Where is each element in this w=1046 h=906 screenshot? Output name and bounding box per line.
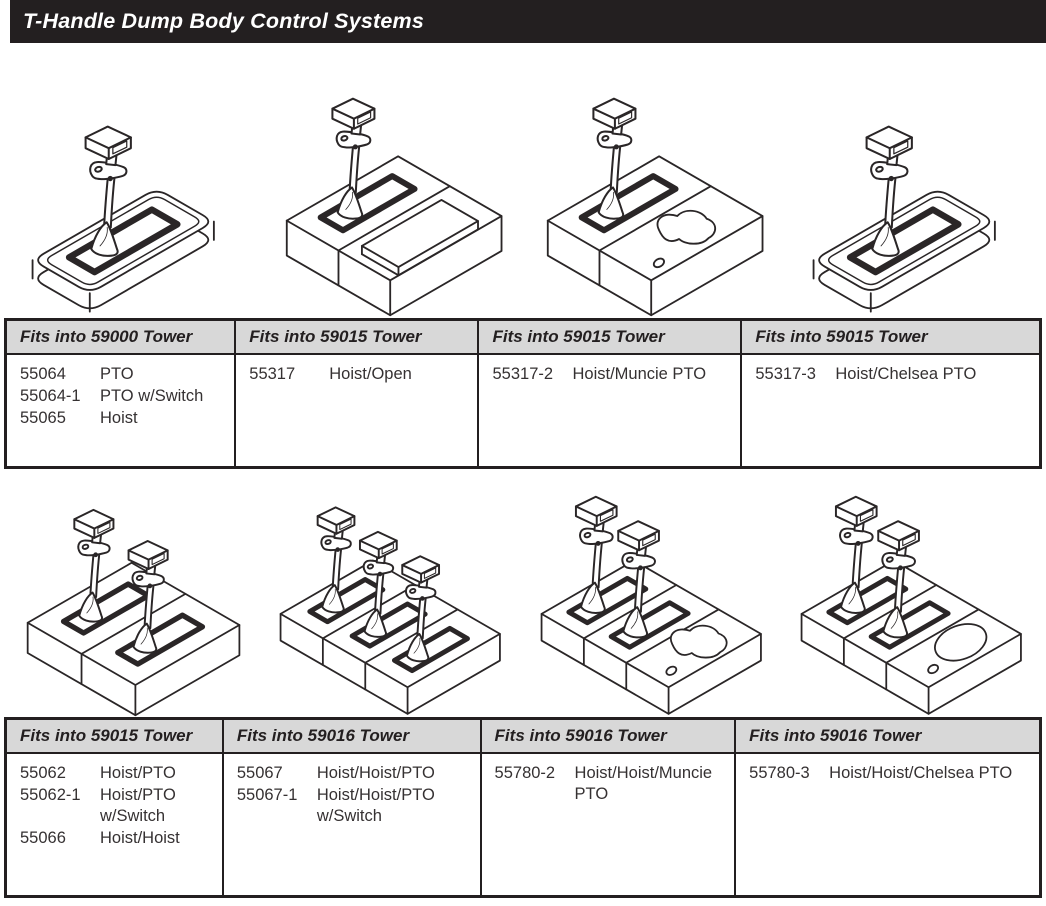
tower-header: Fits into 59015 Tower — [234, 319, 479, 355]
tower-header: Fits into 59016 Tower — [479, 718, 736, 754]
part-description: Hoist/Hoist/PTO — [316, 764, 435, 782]
part-row: 55062-1 Hoist/PTO w/Switch — [20, 785, 218, 827]
tower-header: Fits into 59000 Tower — [5, 319, 236, 355]
part-number: 55780-3 — [749, 764, 810, 782]
part-row: 55780-2 Hoist/Hoist/Muncie PTO — [495, 763, 731, 805]
tower-header: Fits into 59016 Tower — [734, 718, 1041, 754]
triple-lever-control-59016-illustration — [279, 506, 502, 715]
figure-cell — [263, 70, 524, 318]
tower-header: Fits into 59016 Tower — [221, 718, 481, 754]
part-description: Hoist/Open — [329, 365, 412, 383]
figure-cell — [523, 70, 784, 318]
parts-cell: 55780-3 Hoist/Hoist/Chelsea PTO — [734, 753, 1041, 897]
figure-cell — [2, 70, 263, 318]
part-number: 55064 — [20, 365, 66, 383]
part-row: 55062 Hoist/PTO — [20, 763, 218, 784]
part-row: 55317-2 Hoist/Muncie PTO — [492, 364, 736, 385]
parts-cell: 55067 Hoist/Hoist/PTO 55067-1 Hoist/Hoist/P… — [221, 753, 481, 897]
figure-cell — [784, 70, 1045, 318]
part-number: 55066 — [20, 829, 66, 848]
part-description: Hoist/Hoist — [100, 829, 180, 848]
tower-header: Fits into 59015 Tower — [5, 718, 223, 754]
part-number: 55067 — [236, 764, 283, 782]
part-description: Hoist/Muncie PTO — [572, 365, 707, 383]
parts-cell: 55780-2 Hoist/Hoist/Muncie PTO — [479, 753, 736, 897]
part-number: 55317-2 — [492, 365, 554, 383]
figure-cell — [2, 477, 263, 717]
part-description: Hoist/Hoist/Muncie PTO — [574, 764, 713, 804]
part-number: 55062 — [20, 764, 66, 782]
part-row: 55064-1 PTO w/Switch — [20, 386, 230, 407]
part-description: Hoist — [100, 409, 138, 428]
illustration-row-single-controls — [2, 70, 1044, 318]
part-description: Hoist/Hoist/PTO w/Switch — [316, 786, 435, 826]
part-number: 55064-1 — [20, 387, 81, 406]
part-row: 55066 Hoist/Hoist — [20, 828, 218, 849]
part-number: 55317-3 — [755, 365, 816, 383]
part-description: Hoist/PTO — [100, 764, 176, 782]
parts-cell: 55064 PTO 55064-1 PTO w/Switch 55065 Hoist — [6, 354, 236, 468]
part-row: 55067 Hoist/Hoist/PTO — [237, 763, 476, 784]
illustration-row-multi-controls — [2, 477, 1044, 717]
parts-cell: 55317 Hoist/Open — [234, 354, 479, 468]
dual-lever-muncie-control-59016-illustration — [540, 495, 762, 715]
part-description: Hoist/Chelsea PTO — [835, 365, 977, 383]
part-row: 55067-1 Hoist/Hoist/PTO w/Switch — [237, 785, 476, 827]
part-description: PTO — [100, 365, 134, 383]
part-number: 55062-1 — [20, 786, 81, 805]
tower-header: Fits into 59015 Tower — [740, 319, 1041, 355]
part-row: 55317 Hoist/Open — [249, 364, 473, 385]
part-row: 55780-3 Hoist/Hoist/Chelsea PTO — [749, 763, 1035, 784]
single-hoist-control-59000-illustration — [31, 125, 215, 313]
page-title-bar: T-Handle Dump Body Control Systems — [10, 0, 1046, 43]
tower-header: Fits into 59015 Tower — [477, 319, 742, 355]
part-row: 55317-3 Hoist/Chelsea PTO — [755, 364, 1035, 385]
figure-cell — [784, 477, 1045, 717]
part-description: Hoist/Hoist/Chelsea PTO — [829, 764, 1013, 782]
page-title: T-Handle Dump Body Control Systems — [23, 9, 425, 33]
figure-cell — [263, 477, 524, 717]
part-number: 55065 — [20, 409, 66, 428]
part-row: 55065 Hoist — [20, 408, 230, 429]
part-number: 55067-1 — [236, 786, 298, 805]
part-description: PTO w/Switch — [100, 387, 204, 406]
hoist-chelsea-control-59015-illustration — [812, 125, 997, 313]
parts-cell: 55317-3 Hoist/Chelsea PTO — [740, 354, 1041, 468]
figure-cell — [523, 477, 784, 717]
part-number: 55780-2 — [494, 764, 556, 782]
parts-cell: 55317-2 Hoist/Muncie PTO — [477, 354, 742, 468]
part-row: 55064 PTO — [20, 364, 230, 385]
dual-lever-chelsea-control-59016-illustration — [800, 495, 1023, 715]
hoist-open-control-59015-illustration — [286, 97, 503, 317]
part-description: Hoist/PTO w/Switch — [100, 786, 176, 826]
dual-lever-control-59015-illustration — [26, 508, 240, 717]
hoist-muncie-control-59015-illustration — [546, 97, 764, 317]
part-number: 55317 — [249, 365, 296, 383]
